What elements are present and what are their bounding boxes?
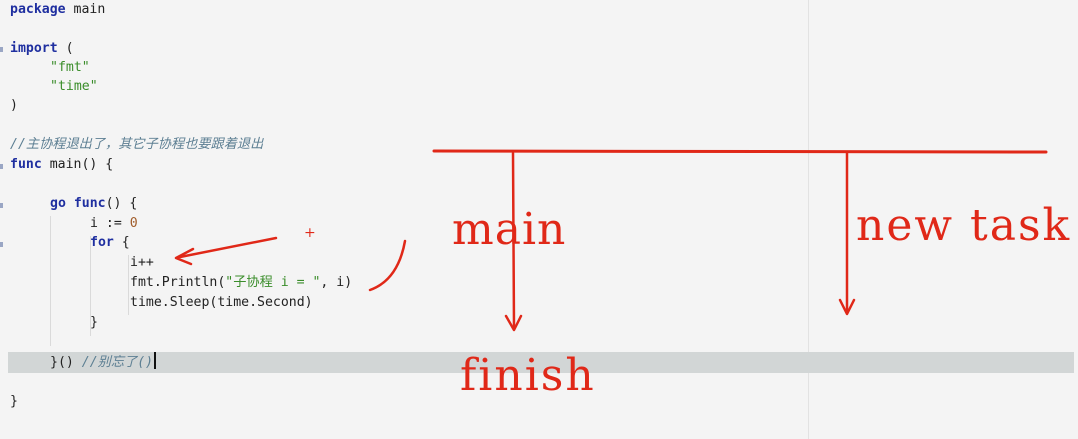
keyword: go (50, 196, 66, 211)
code-text: ) (10, 98, 18, 113)
code-text: , i) (320, 275, 353, 290)
timeline-line (432, 149, 1048, 154)
code-line-1[interactable]: package main (10, 0, 105, 20)
main-label: main (452, 204, 567, 255)
code-line-15[interactable]: fmt.Println("子协程 i = ", i) (130, 273, 352, 293)
code-line-11[interactable]: go func() { (50, 194, 137, 214)
code-text: i := (90, 216, 130, 231)
code-text: main (65, 2, 106, 17)
code-line-12[interactable]: i := 0 (90, 214, 138, 234)
code-text: ( (57, 41, 74, 56)
new-task-label: new task (856, 200, 1072, 251)
indent-guide (128, 255, 129, 315)
task-arrow-head (838, 298, 856, 316)
main-arrow-shaft (511, 151, 516, 330)
string-literal: "time" (50, 79, 98, 94)
fold-marker[interactable] (0, 242, 3, 247)
text-cursor (154, 352, 157, 369)
code-line-3[interactable]: import ( (10, 39, 74, 59)
fold-marker[interactable] (0, 164, 3, 169)
code-line-9[interactable]: func main() { (10, 155, 113, 175)
fold-marker[interactable] (0, 47, 3, 52)
code-text: fmt.Println( (130, 275, 226, 290)
code-line-4[interactable]: "fmt" (50, 58, 90, 78)
pointer-arrow-head (174, 247, 195, 266)
number-literal: 0 (129, 216, 138, 231)
pointer-arrow-shaft (178, 236, 278, 259)
code-text: } (90, 315, 98, 330)
code-text: () { (105, 196, 138, 211)
keyword: func (10, 157, 42, 172)
code-text: { (113, 235, 130, 250)
fold-marker[interactable] (0, 203, 3, 208)
keyword: import (10, 41, 58, 56)
keyword: package (10, 2, 66, 17)
comment: //主协程退出了，其它子协程也要跟着退出 (10, 137, 264, 152)
code-text: } (10, 394, 18, 409)
code-line-6[interactable]: ) (10, 96, 18, 116)
plus-mark: + (304, 225, 317, 241)
code-line-16[interactable]: time.Sleep(time.Second) (130, 293, 313, 313)
indent-guide (50, 216, 51, 346)
code-line-21[interactable]: } (10, 392, 18, 412)
string-literal: "fmt" (50, 60, 90, 75)
code-text: }() (50, 355, 82, 370)
comment: //别忘了() (81, 355, 154, 370)
code-line-19[interactable]: }() //别忘了() (50, 352, 157, 372)
string-literal: "子协程 i = " (225, 275, 321, 290)
current-line-highlight (8, 352, 1074, 373)
curved-mark (368, 239, 407, 292)
code-line-5[interactable]: "time" (50, 77, 98, 97)
code-text: main() { (41, 157, 114, 172)
code-line-14[interactable]: i++ (130, 253, 154, 273)
code-line-13[interactable]: for { (90, 233, 130, 253)
finish-label: finish (460, 350, 596, 401)
code-line-17[interactable]: } (90, 313, 98, 333)
main-arrow-head (504, 314, 523, 332)
keyword: func (73, 196, 106, 211)
indent-guide (90, 236, 91, 336)
code-text: i++ (130, 255, 154, 270)
code-line-8[interactable]: //主协程退出了，其它子协程也要跟着退出 (10, 135, 263, 155)
editor-right-margin (808, 0, 809, 439)
keyword: for (90, 235, 114, 250)
code-text: time.Sleep(time.Second) (130, 295, 313, 310)
